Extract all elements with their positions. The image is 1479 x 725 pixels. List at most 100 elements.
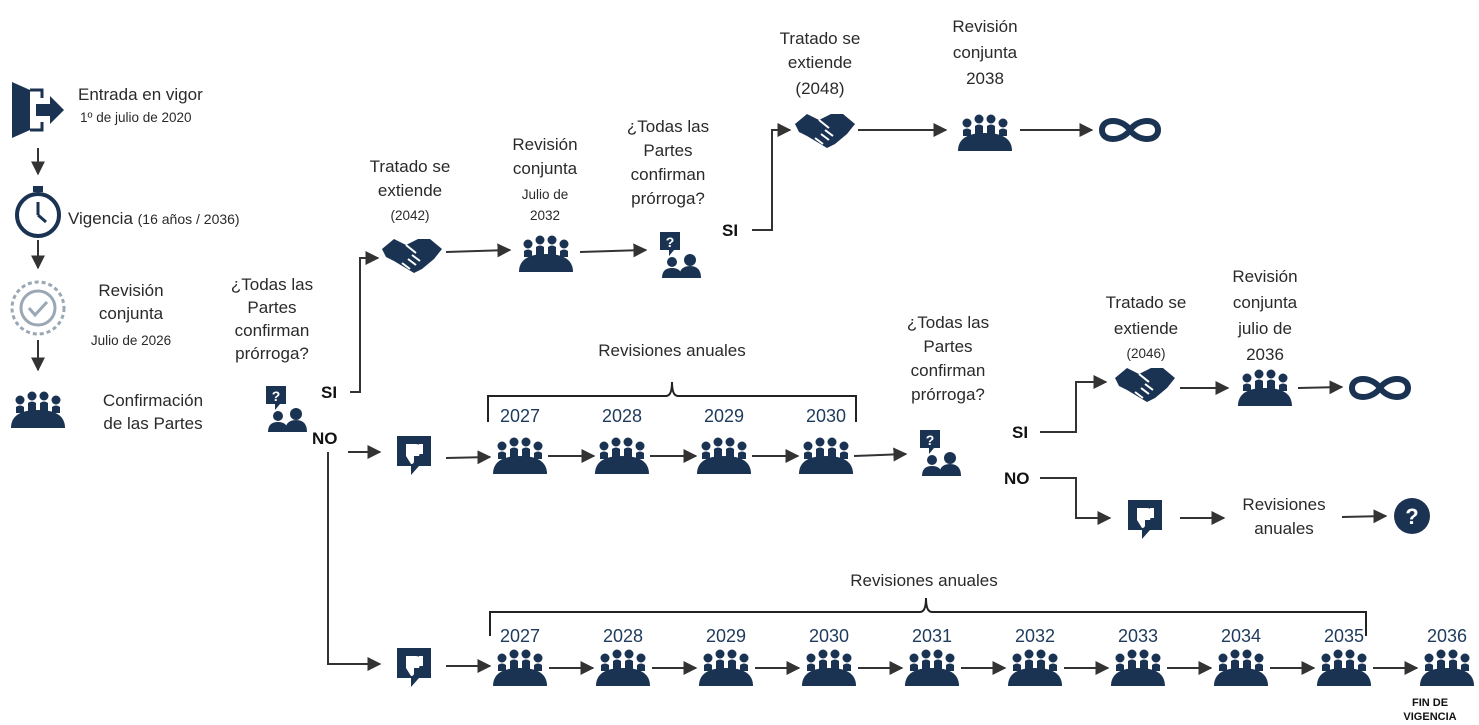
annual-review-icon [1111,649,1165,686]
annual-review-icon [493,649,547,686]
question-l2: Partes [247,298,297,317]
rev-l4: 2032 [529,208,561,223]
year-label: 2033 [1117,626,1159,646]
ext-l1: Tratado se [1105,293,1187,312]
year-label: 2029 [705,626,747,646]
ext-l2: extiende [1113,319,1179,338]
si-connector [350,251,380,393]
rev-l2: conjunta [512,159,578,178]
svg-text:?: ? [1405,504,1418,529]
annual-brace [487,381,857,422]
annual-review-row [493,649,1474,686]
annual-l1: Revisiones [1242,495,1326,514]
year-label: 2029 [703,406,745,426]
infinity-icon [1352,379,1408,397]
year-label: 2028 [601,406,643,426]
rev-l2: conjunta [1232,293,1298,312]
year-label: 2030 [808,626,850,646]
rev-year: 2038 [966,69,1004,88]
year-label: 2028 [602,626,644,646]
validity-text: Vigencia (16 años / 2036) [68,209,240,228]
year-label: 2036 [1426,626,1468,646]
year-label: 2034 [1220,626,1262,646]
ext-l1: Tratado se [779,29,861,48]
annual-review-icon [596,649,650,686]
annual-brace [489,597,1367,636]
rev-l2: conjunta [952,43,1018,62]
ext-year: (2042) [390,208,430,223]
answer-no: NO [312,429,338,448]
question-l4: prórroga? [911,385,985,404]
year-label: 2030 [805,406,847,426]
annual-review-icon [1317,649,1371,686]
ext-year: (2046) [1126,346,1166,361]
question-l3: confirman [234,321,310,340]
annual-review-icon [905,649,959,686]
annual-review-icon [595,437,649,474]
ext-l2: extiende [377,181,443,200]
end-label-l2: VIGENCIA [1403,711,1457,723]
question-l1: ¿Todas las [230,275,314,294]
entry-title: Entrada en vigor [78,85,203,104]
question-l4: prórroga? [631,189,705,208]
handshake-icon [381,238,443,274]
question-l3: confirman [910,361,986,380]
annual-review-icon [1008,649,1062,686]
rev-l4: 2036 [1246,345,1284,364]
ext-l1: Tratado se [369,157,451,176]
annual-review-icon [699,649,753,686]
annual-review-icon [697,437,751,474]
thumbs-down-icon [397,436,431,475]
handshake-icon [1114,367,1176,403]
annual-title: Revisiones anuales [598,341,746,360]
answer-si: SI [321,383,338,402]
entry-date: 1º de julio de 2020 [80,110,192,125]
question-people-icon [266,386,307,432]
confirm-l2: de las Partes [103,414,203,433]
question-l2: Partes [643,141,693,160]
handshake-icon [794,113,856,149]
year-label: 2027 [499,406,541,426]
answer-si: SI [1012,423,1029,442]
annual-review-icon [1420,649,1474,686]
year-label: 2032 [1014,626,1056,646]
rev-l1: Revisión [952,17,1018,36]
annual-review-icon [1214,649,1268,686]
review-date: Julio de 2026 [90,333,172,348]
stopwatch-icon [15,186,61,238]
answer-no: NO [1004,469,1030,488]
question-people-icon [920,430,961,476]
question-people-icon [660,232,701,278]
joint-review-icon [519,235,573,272]
year-label: 2027 [499,626,541,646]
rev-l1: Revisión [512,135,578,154]
entry-door-icon [12,82,64,138]
question-l4: prórroga? [235,344,309,363]
joint-review-icon [1238,369,1292,406]
verified-seal-icon [10,280,66,336]
joint-review-icon [958,114,1012,151]
question-circle-icon: ? [1394,498,1430,534]
rev-l3: Julio de [521,187,569,202]
annual-l2: anuales [1254,519,1314,538]
question-l3: confirman [630,165,706,184]
answer-si: SI [722,221,739,240]
review-l1: Revisión [98,281,164,300]
confirm-l1: Confirmación [102,391,204,410]
ext-l2: extiende [787,53,853,72]
year-label: 2031 [911,626,953,646]
year-label: 2035 [1323,626,1365,646]
rev-l1: Revisión [1232,267,1298,286]
ext-year: (2048) [795,79,845,98]
question-l1: ¿Todas las [906,313,990,332]
question-l2: Partes [923,337,973,356]
question-l1: ¿Todas las [626,117,710,136]
infinity-icon [1102,121,1158,139]
annual-title: Revisiones anuales [850,571,998,590]
thumbs-down-icon [1128,500,1162,539]
rev-l3: julio de [1238,319,1292,338]
thumbs-down-icon [397,648,431,687]
review-l2: conjunta [98,304,164,323]
annual-review-icon [799,437,853,474]
